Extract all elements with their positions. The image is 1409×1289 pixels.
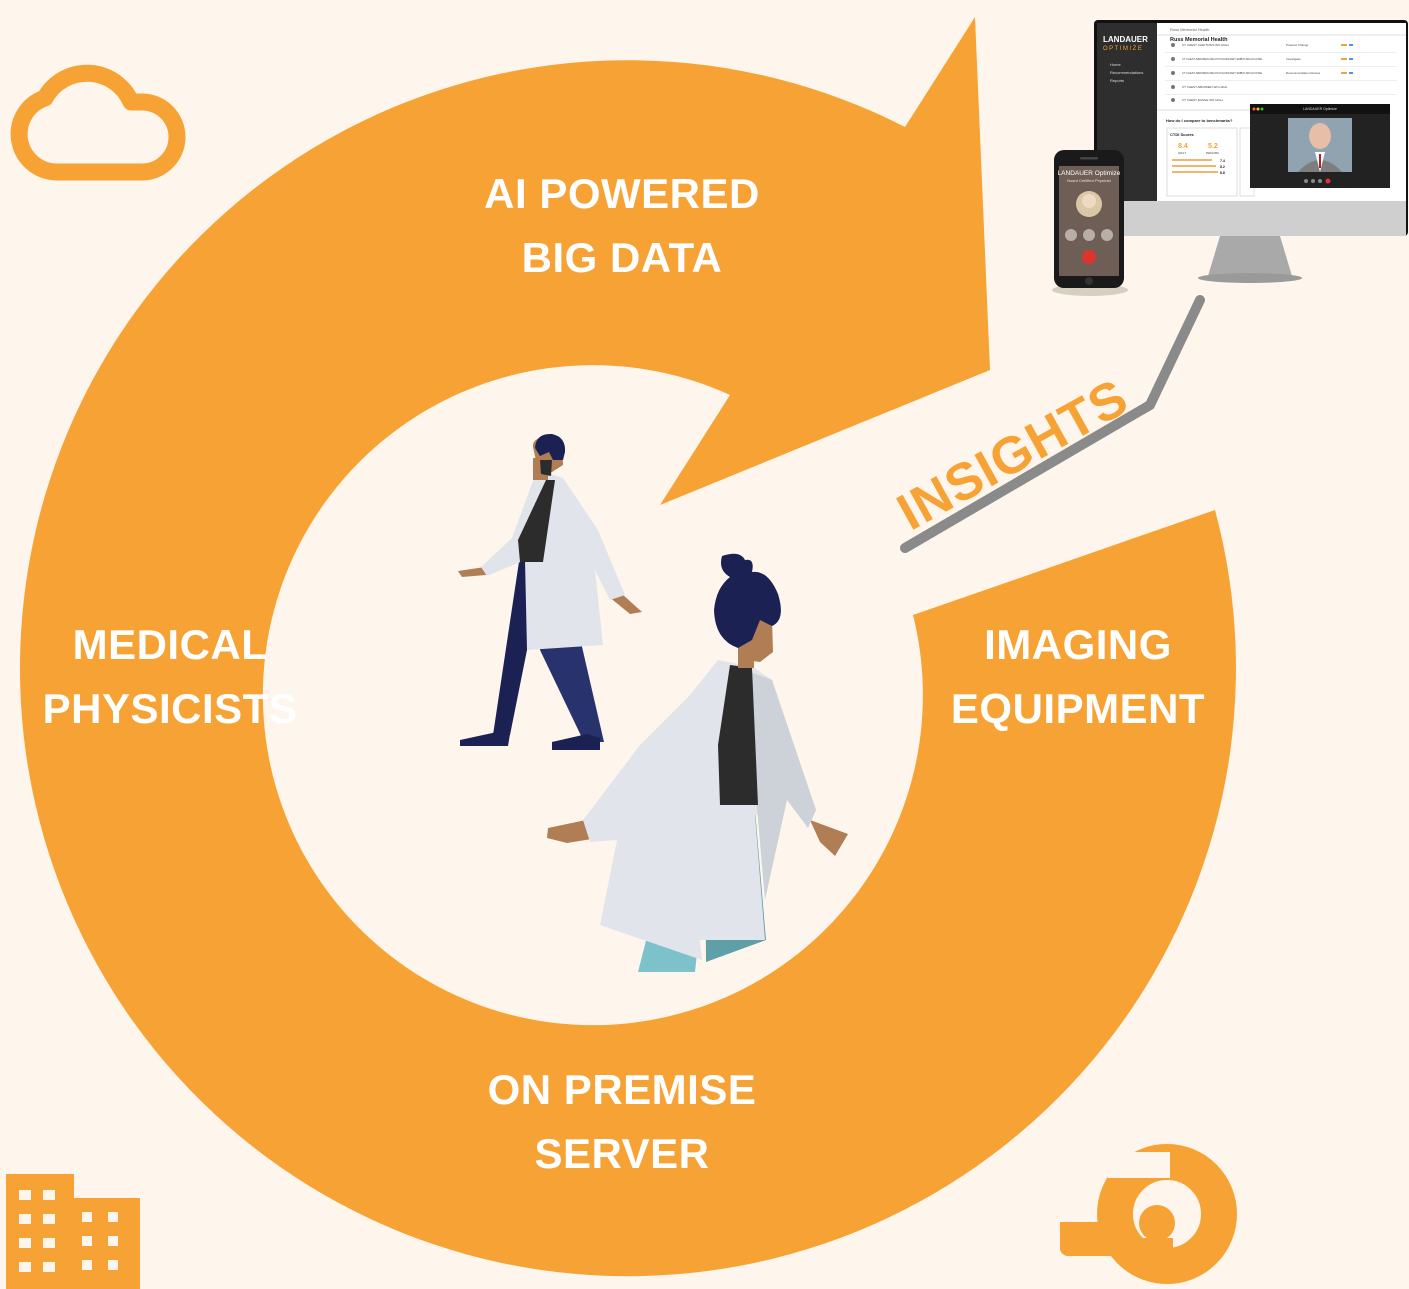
ct-scanner-icon <box>1060 1144 1237 1284</box>
monitor-bar-value: 8.8 <box>1220 171 1225 175</box>
cloud-icon <box>10 64 186 181</box>
label-line: BIG DATA <box>521 234 723 281</box>
label-line: MEDICAL <box>72 621 268 668</box>
building-icon <box>6 1174 140 1289</box>
label-line: EQUIPMENT <box>950 685 1206 732</box>
monitor-hospital[interactable]: Russ Memorial Health <box>1170 37 1228 43</box>
label-line: SERVER <box>534 1130 710 1177</box>
monitor-row-name[interactable]: CT CHEST ABDOMEN WO HIGH <box>1182 85 1227 89</box>
monitor-bar-value: 8.2 <box>1220 165 1225 169</box>
phone-subtitle: Board Certified Physicist <box>1067 178 1111 183</box>
label-imaging-equipment: IMAGING EQUIPMENT <box>918 613 1238 741</box>
monitor-nav-home[interactable]: Home <box>1110 62 1121 67</box>
label-line: PHYSICISTS <box>42 685 298 732</box>
monitor-brand-sub: OPTIMIZE <box>1103 46 1143 52</box>
monitor-score-adult-label: ADULT <box>1178 152 1186 155</box>
monitor-row-status: Protocol Change <box>1286 43 1309 47</box>
monitor-nav-recommendations[interactable]: Recommendations <box>1110 70 1143 75</box>
monitor-score-adult: 8.4 <box>1178 143 1188 150</box>
female-doctor-illustration <box>547 553 848 972</box>
monitor-row-status: Investigate <box>1286 57 1301 61</box>
monitor-bar-value: 7.4 <box>1220 159 1225 163</box>
label-ai-powered-big-data: AI POWERED BIG DATA <box>422 162 822 290</box>
monitor-row-name[interactable]: CT CHEST ABDOMEN PELVIS PULMONARY EMBOLI… <box>1182 57 1262 61</box>
monitor-ctdi-title: CTDI Scores <box>1170 132 1195 137</box>
cycle-band <box>19 17 1236 1277</box>
monitor <box>1094 20 1408 283</box>
monitor-nav-reports[interactable]: Reports <box>1110 78 1124 83</box>
monitor-row-name[interactable]: CT CHEST RANGE WO HIGH <box>1182 98 1223 102</box>
label-line: AI POWERED <box>484 170 760 217</box>
monitor-video-title: LANDAUER Optimize <box>1303 107 1337 111</box>
male-doctor-illustration <box>458 433 642 750</box>
monitor-hospital-small: Russ Memorial Health <box>1170 27 1209 32</box>
monitor-row-name[interactable]: CT CHEST ABDOMEN PELVIS PULMONARY EMBOLI… <box>1182 71 1262 75</box>
phone-title: LANDAUER Optimize <box>1058 170 1121 177</box>
monitor-benchmark-question: How do I compare to benchmarks? <box>1166 118 1233 123</box>
label-line: ON PREMISE <box>487 1066 757 1113</box>
monitor-brand: LANDAUER <box>1103 35 1148 44</box>
monitor-score-pediatric: 5.2 <box>1208 143 1218 150</box>
monitor-row-name[interactable]: CT CHEST CLEFTOSIS WO HIGH <box>1182 43 1229 47</box>
label-line: IMAGING <box>984 621 1172 668</box>
label-medical-physicists: MEDICAL PHYSICISTS <box>10 613 330 741</box>
phone <box>1052 150 1128 296</box>
monitor-row-status: Recommendation Review <box>1286 71 1321 75</box>
monitor-score-pediatric-label: PEDIATRIC <box>1206 152 1219 155</box>
label-on-premise-server: ON PREMISE SERVER <box>422 1058 822 1186</box>
insights-connector <box>900 295 1205 553</box>
